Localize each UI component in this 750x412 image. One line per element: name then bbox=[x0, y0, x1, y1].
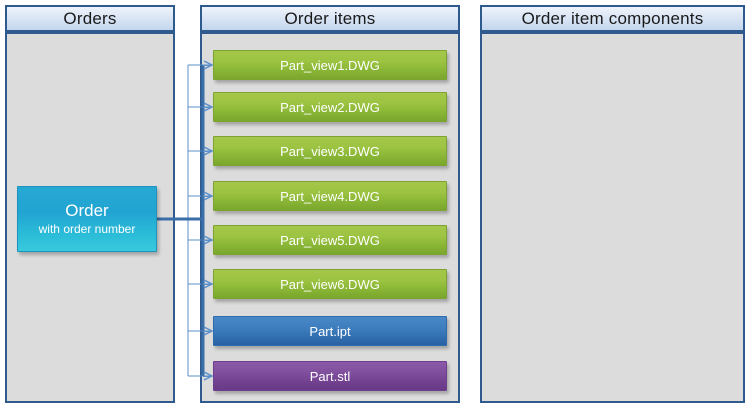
panel-title-order-item-components: Order item components bbox=[521, 9, 704, 28]
node-order-item-label: Part_view2.DWG bbox=[280, 99, 380, 115]
panel-title-order-items: Order items bbox=[284, 9, 376, 28]
panel-title-orders: Orders bbox=[63, 9, 117, 28]
node-order-item-label: Part_view1.DWG bbox=[280, 57, 380, 73]
node-order-title: Order bbox=[65, 201, 109, 220]
node-order-subtitle: with order number bbox=[38, 222, 136, 236]
node-order-item[interactable]: Part_view1.DWG bbox=[213, 50, 447, 80]
node-order-item-label: Part_view5.DWG bbox=[280, 232, 380, 248]
node-order-item[interactable]: Part.stl bbox=[213, 361, 447, 391]
node-order-item[interactable]: Part_view2.DWG bbox=[213, 92, 447, 122]
node-order-item[interactable]: Part_view6.DWG bbox=[213, 269, 447, 299]
panel-header-orders: Orders bbox=[5, 5, 175, 32]
node-order-item-label: Part_view6.DWG bbox=[280, 276, 380, 292]
panel-header-order-items: Order items bbox=[200, 5, 460, 32]
node-order-item-label: Part_view4.DWG bbox=[280, 188, 380, 204]
node-order-item[interactable]: Part_view5.DWG bbox=[213, 225, 447, 255]
node-order-item[interactable]: Part_view3.DWG bbox=[213, 136, 447, 166]
panel-header-order-item-components: Order item components bbox=[480, 5, 745, 32]
node-order-item[interactable]: Part.ipt bbox=[213, 316, 447, 346]
node-order-item-label: Part_view3.DWG bbox=[280, 143, 380, 159]
node-order-item-label: Part.ipt bbox=[309, 323, 351, 339]
panel-body-order-items bbox=[200, 32, 460, 403]
panel-body-order-item-components bbox=[480, 32, 745, 403]
node-order[interactable]: Order with order number bbox=[17, 186, 157, 252]
node-order-item-label: Part.stl bbox=[309, 368, 351, 384]
node-order-item[interactable]: Part_view4.DWG bbox=[213, 181, 447, 211]
